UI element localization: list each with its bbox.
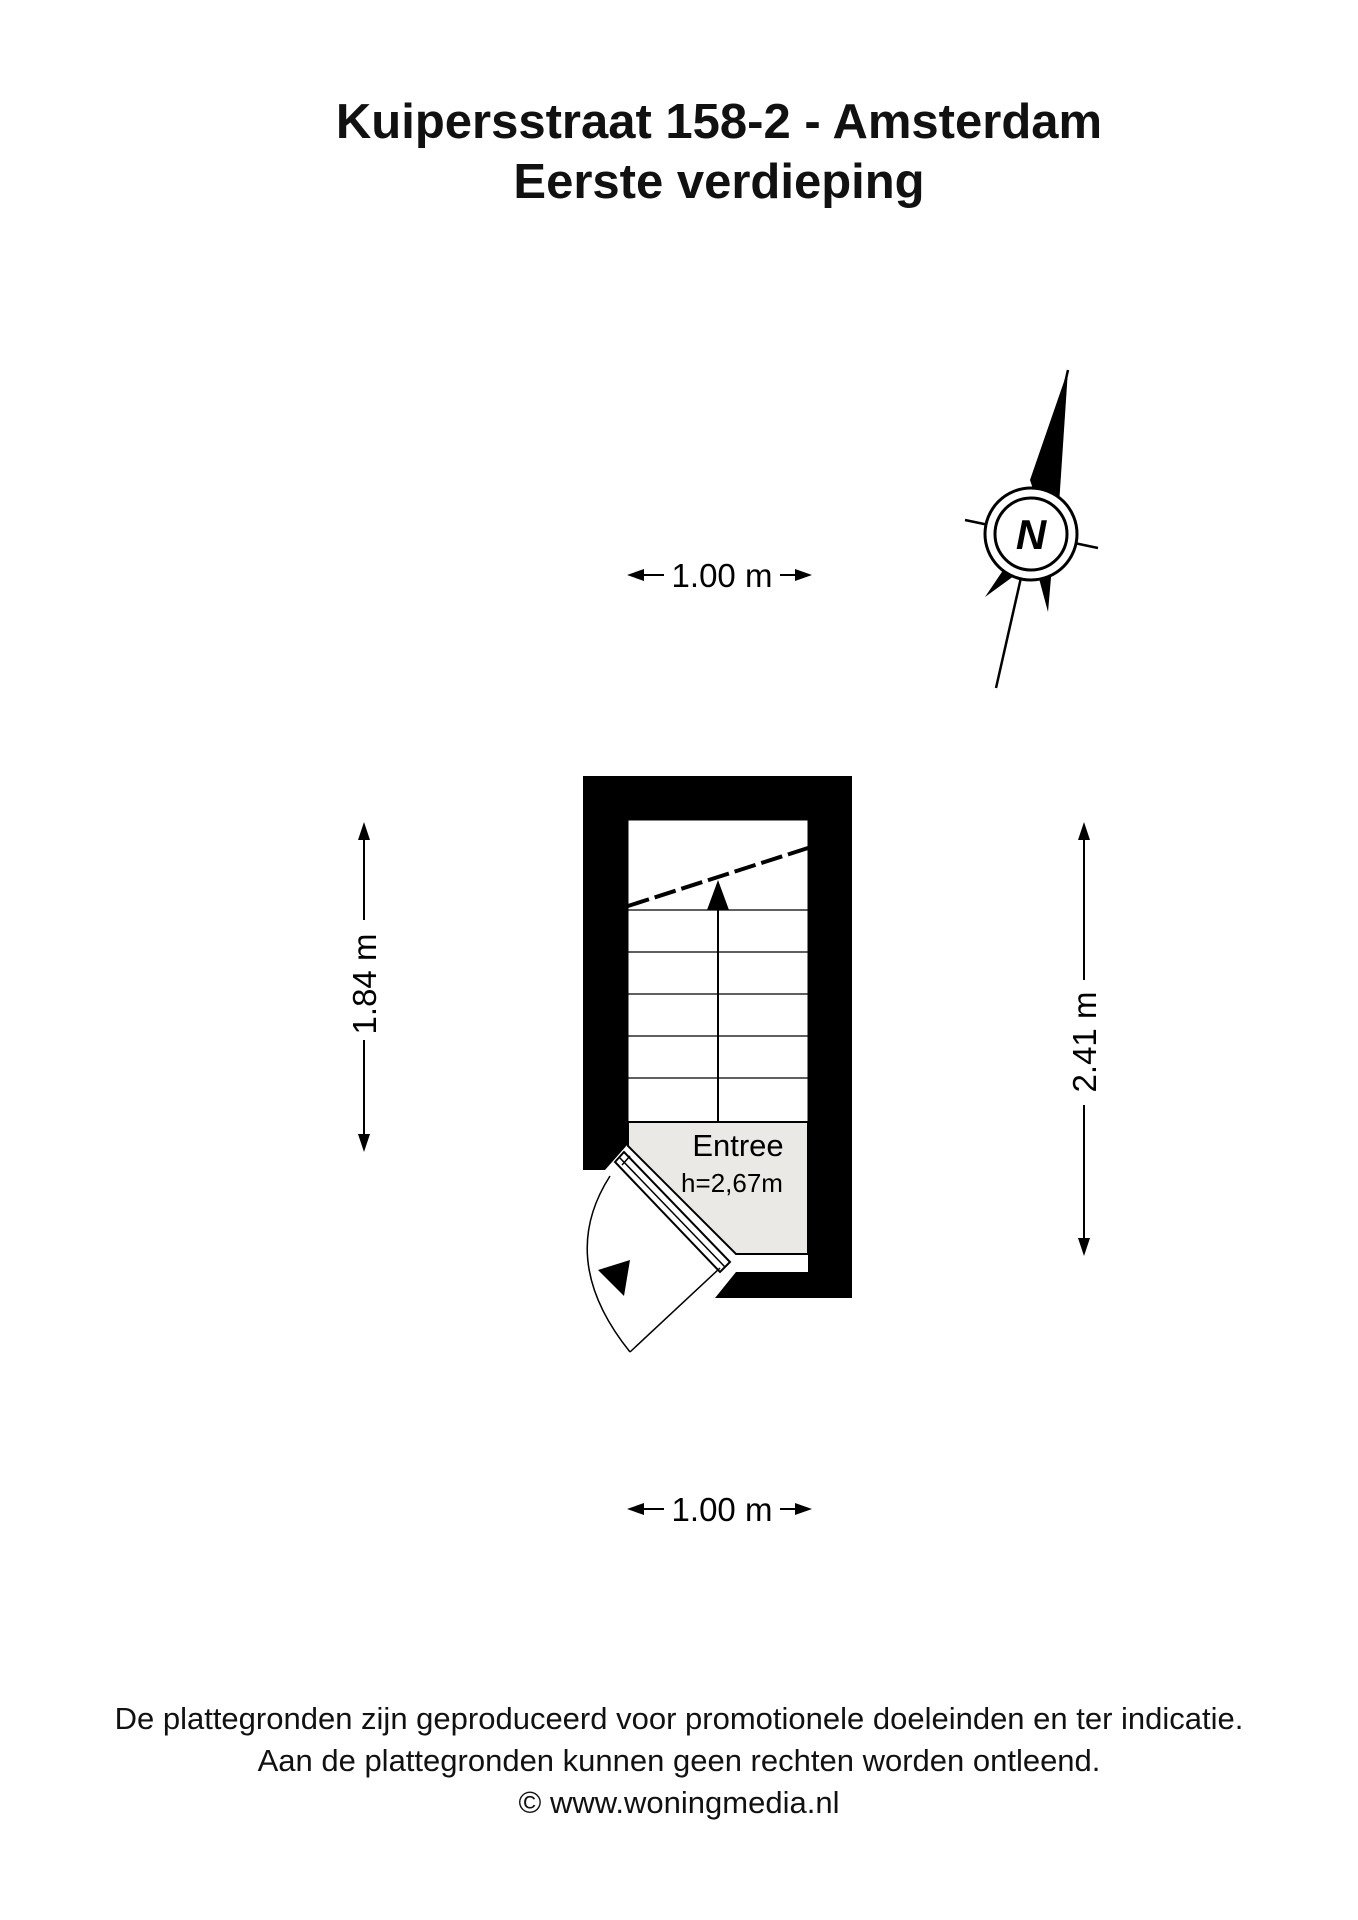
door-swing-arrow-icon [598, 1260, 630, 1296]
dimension-right-label: 2.41 m [1066, 992, 1103, 1093]
disclaimer-line-2: Aan de plattegronden kunnen geen rechten… [257, 1743, 1101, 1778]
walls [583, 776, 852, 1298]
dimension-bottom-label: 1.00 m [672, 1491, 773, 1528]
entrance-door [586, 1150, 732, 1353]
compass-north-label: N [1016, 511, 1048, 558]
dimension-bottom-width: 1.00 m [627, 1491, 812, 1528]
dimension-right-height: 2.41 m [1066, 822, 1103, 1256]
dimension-top-label: 1.00 m [672, 557, 773, 594]
disclaimer-line-1: De plattegronden zijn geproduceerd voor … [114, 1701, 1244, 1736]
page-title: Kuipersstraat 158-2 - Amsterdam [335, 95, 1103, 149]
staircase [627, 819, 809, 1123]
room-name: Entree [692, 1128, 783, 1163]
north-arrow-icon: N [964, 369, 1099, 689]
room-height: h=2,67m [681, 1168, 783, 1198]
dimension-top-width: 1.00 m [627, 557, 812, 594]
dimension-left-height: 1.84 m [346, 822, 383, 1152]
dimension-left-label: 1.84 m [346, 934, 383, 1035]
stair-direction-arrow-icon [707, 880, 729, 910]
room-entree: Entree h=2,67m [627, 1121, 809, 1255]
copyright-link[interactable]: © www.woningmedia.nl [518, 1785, 840, 1820]
floor-subtitle: Eerste verdieping [513, 155, 925, 209]
